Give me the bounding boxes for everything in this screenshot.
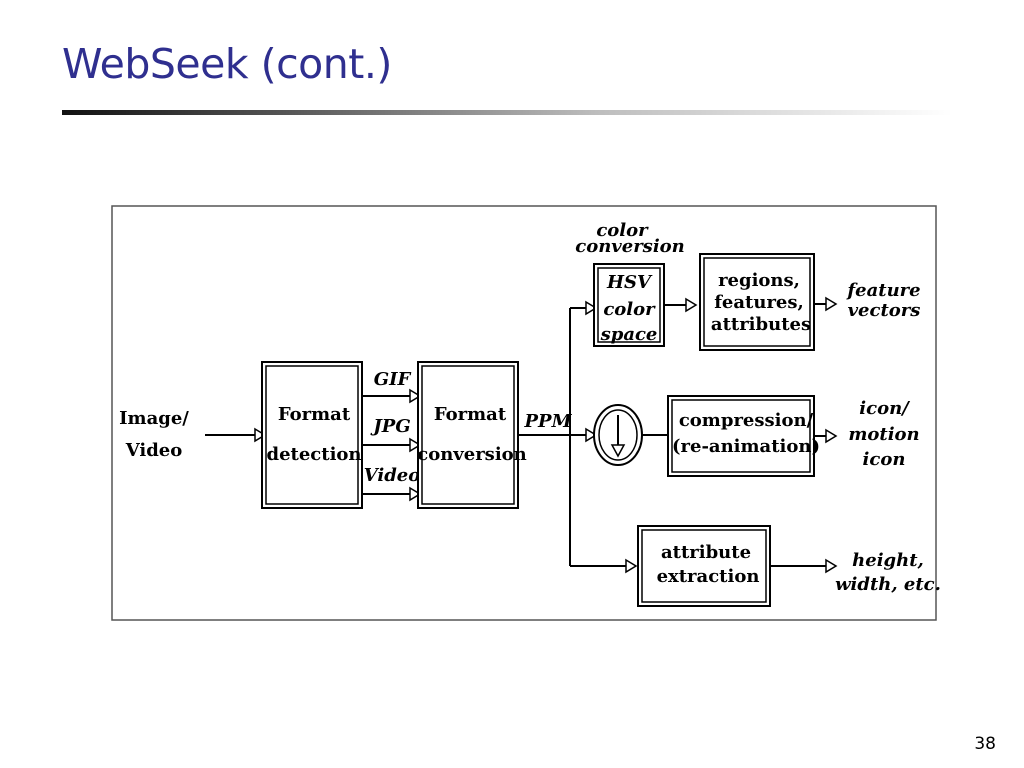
compression-box: compression/ (re-animation) [667, 395, 820, 477]
color-conversion-label: color conversion [575, 220, 685, 257]
hsv-color-space-box: HSV color space [593, 263, 665, 347]
svg-text:icon: icon [863, 449, 906, 470]
svg-text:extraction: extraction [657, 566, 760, 587]
attribute-arrowhead [625, 558, 638, 574]
svg-text:compression/: compression/ [679, 410, 814, 431]
svg-text:Format: Format [434, 404, 507, 425]
hsv-arrowhead [585, 300, 598, 316]
video-arrowhead [409, 486, 422, 502]
compression-output-arrowhead [825, 428, 838, 444]
svg-text:(re-animation): (re-animation) [672, 436, 820, 457]
svg-text:attribute: attribute [661, 542, 751, 563]
attribute-output-arrowhead [825, 558, 838, 574]
svg-text:conversion: conversion [417, 444, 527, 465]
input-label: Image/ Video [119, 408, 189, 461]
format-gif-label: GIF [374, 369, 412, 390]
svg-text:HSV: HSV [606, 272, 653, 293]
svg-text:space: space [600, 324, 658, 345]
input-arrowhead [254, 427, 267, 443]
svg-text:vectors: vectors [848, 300, 921, 321]
svg-text:color: color [596, 220, 649, 241]
height-width-label: height, width, etc. [835, 550, 941, 595]
regions-features-box: regions, features, attributes [699, 253, 815, 351]
svg-text:color: color [603, 299, 656, 320]
format-detection-box: Format detection [261, 361, 363, 509]
svg-text:motion: motion [848, 424, 919, 445]
frame-sampling-circle [593, 404, 643, 466]
svg-text:detection: detection [266, 444, 361, 465]
svg-text:height,: height, [852, 550, 924, 571]
hsv-to-regions-arrowhead [685, 297, 698, 313]
attribute-extraction-box: attribute extraction [637, 525, 771, 607]
regions-output-arrowhead [825, 296, 838, 312]
svg-text:Format: Format [278, 404, 351, 425]
icon-motion-label: icon/ motion icon [848, 398, 919, 470]
svg-text:feature: feature [845, 280, 920, 301]
jpg-arrowhead [409, 437, 422, 453]
feature-vectors-label: feature vectors [845, 280, 920, 321]
svg-text:icon/: icon/ [859, 398, 911, 419]
svg-text:attributes: attributes [711, 314, 811, 335]
svg-text:regions,: regions, [718, 270, 800, 291]
title-underline [62, 110, 952, 115]
svg-text:Video: Video [125, 440, 183, 461]
format-conversion-box: Format conversion [417, 361, 527, 509]
gif-arrowhead [409, 388, 422, 404]
slide-title: WebSeek (cont.) [62, 40, 392, 88]
svg-text:conversion: conversion [575, 236, 685, 257]
format-video-label: Video [364, 465, 421, 486]
svg-text:width, etc.: width, etc. [835, 574, 941, 595]
circle-arrowhead [585, 427, 598, 443]
ppm-label: PPM [524, 411, 573, 432]
svg-text:Image/: Image/ [119, 408, 189, 429]
page-number: 38 [974, 734, 996, 754]
format-jpg-label: JPG [370, 416, 410, 437]
svg-text:features,: features, [714, 292, 804, 313]
